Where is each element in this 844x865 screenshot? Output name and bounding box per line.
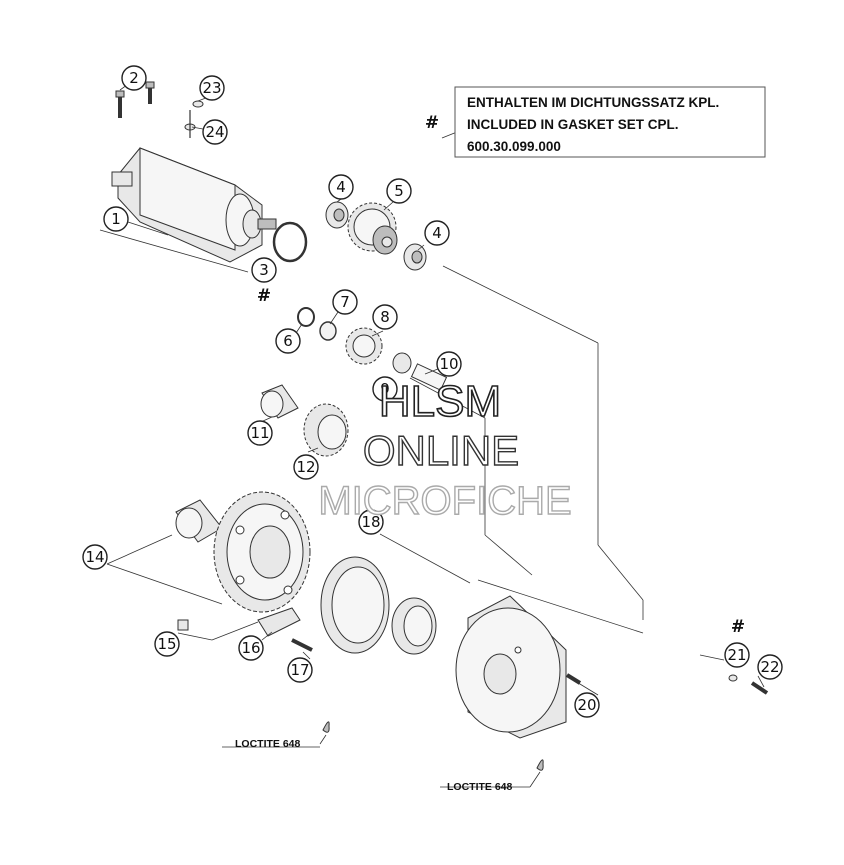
starter-o-ring	[272, 221, 308, 263]
starter-motor	[111, 147, 277, 263]
callout-15: 15	[154, 631, 180, 657]
hash-mark-3: #	[257, 286, 271, 306]
watermark-line-2: ONLINE	[363, 427, 519, 474]
svg-text:6: 6	[283, 332, 293, 350]
freewheel-ring	[391, 597, 437, 655]
loctite-drop-1	[322, 721, 330, 733]
svg-text:5: 5	[394, 182, 404, 200]
callout-21: 21	[724, 642, 750, 668]
callout-10: 10	[436, 351, 462, 377]
callout-4a: 4	[328, 174, 354, 200]
callout-20: 20	[574, 692, 600, 718]
svg-text:1: 1	[111, 210, 121, 228]
note-hash-mark: #	[425, 113, 439, 133]
hash-mark-21: #	[731, 617, 745, 637]
note-line-3: 600.30.099.000	[467, 139, 561, 154]
svg-text:23: 23	[202, 79, 221, 97]
callout-1: 1	[103, 206, 129, 232]
callout-6: 6	[275, 328, 301, 354]
circlip	[297, 307, 315, 327]
dowel-pin	[177, 619, 189, 631]
callout-9: 9	[372, 376, 398, 402]
needle-bearing-large	[175, 499, 223, 543]
svg-text:14: 14	[85, 548, 104, 566]
callout-11: 11	[247, 420, 273, 446]
callout-12: 12	[293, 454, 319, 480]
idler-gear	[345, 327, 383, 365]
terminal-nut-and-washer	[184, 100, 204, 138]
loctite-drop-2	[536, 759, 544, 771]
svg-text:12: 12	[296, 458, 315, 476]
svg-text:24: 24	[205, 123, 224, 141]
loctite-label-1: LOCTITE 648	[235, 738, 301, 750]
needle-bearing-small	[392, 352, 412, 374]
bearing-right	[403, 243, 427, 271]
starter-bolts	[115, 81, 155, 118]
screw	[291, 638, 313, 652]
svg-text:8: 8	[380, 308, 390, 326]
shaft	[410, 363, 448, 391]
loctite-label-2: LOCTITE 648	[447, 781, 513, 793]
svg-text:3: 3	[259, 261, 269, 279]
svg-text:4: 4	[432, 224, 442, 242]
svg-text:16: 16	[241, 639, 260, 657]
callout-5: 5	[386, 178, 412, 204]
intermediate-gear	[347, 202, 398, 255]
callout-22: 22	[757, 654, 783, 680]
callout-24: 24	[202, 119, 228, 145]
callout-18: 18	[358, 509, 384, 535]
svg-text:15: 15	[157, 635, 176, 653]
gasket-set-note: # ENTHALTEN IM DICHTUNGSSATZ KPL. INCLUD…	[425, 86, 766, 158]
callout-17: 17	[287, 657, 313, 683]
freewheel-gear	[303, 403, 349, 457]
svg-text:20: 20	[577, 696, 596, 714]
bearing-left	[325, 201, 349, 229]
note-line-1: ENTHALTEN IM DICHTUNGSSATZ KPL.	[467, 95, 719, 110]
callout-23: 23	[199, 75, 225, 101]
svg-text:11: 11	[250, 424, 269, 442]
starter-gear-large	[213, 491, 311, 613]
watermark-line-1: HLSM	[379, 377, 501, 426]
thrust-washer	[319, 321, 337, 341]
svg-text:17: 17	[290, 661, 309, 679]
svg-text:9: 9	[380, 380, 390, 398]
needle-cage	[260, 384, 299, 419]
callout-4b: 4	[424, 220, 450, 246]
svg-text:7: 7	[340, 293, 350, 311]
flywheel-rotor	[455, 595, 567, 739]
callout-8: 8	[372, 304, 398, 330]
note-line-2: INCLUDED IN GASKET SET CPL.	[467, 117, 679, 132]
svg-text:2: 2	[129, 69, 139, 87]
svg-text:21: 21	[727, 646, 746, 664]
watermark-line-3: MICROFICHE	[318, 479, 571, 523]
callout-3: 3	[251, 257, 277, 283]
watermark: HLSM ONLINE MICROFICHE	[318, 376, 573, 524]
svg-text:4: 4	[336, 178, 346, 196]
svg-text:22: 22	[760, 658, 779, 676]
callout-16: 16	[238, 635, 264, 661]
screw-and-washer-21-22	[728, 674, 769, 695]
svg-text:18: 18	[361, 513, 380, 531]
callout-2: 2	[121, 65, 147, 91]
callout-7: 7	[332, 289, 358, 315]
lock-plate	[257, 607, 301, 637]
rotor-bolt	[565, 673, 582, 685]
freewheel-housing	[320, 556, 390, 654]
svg-text:10: 10	[439, 355, 458, 373]
callout-14: 14	[82, 544, 108, 570]
